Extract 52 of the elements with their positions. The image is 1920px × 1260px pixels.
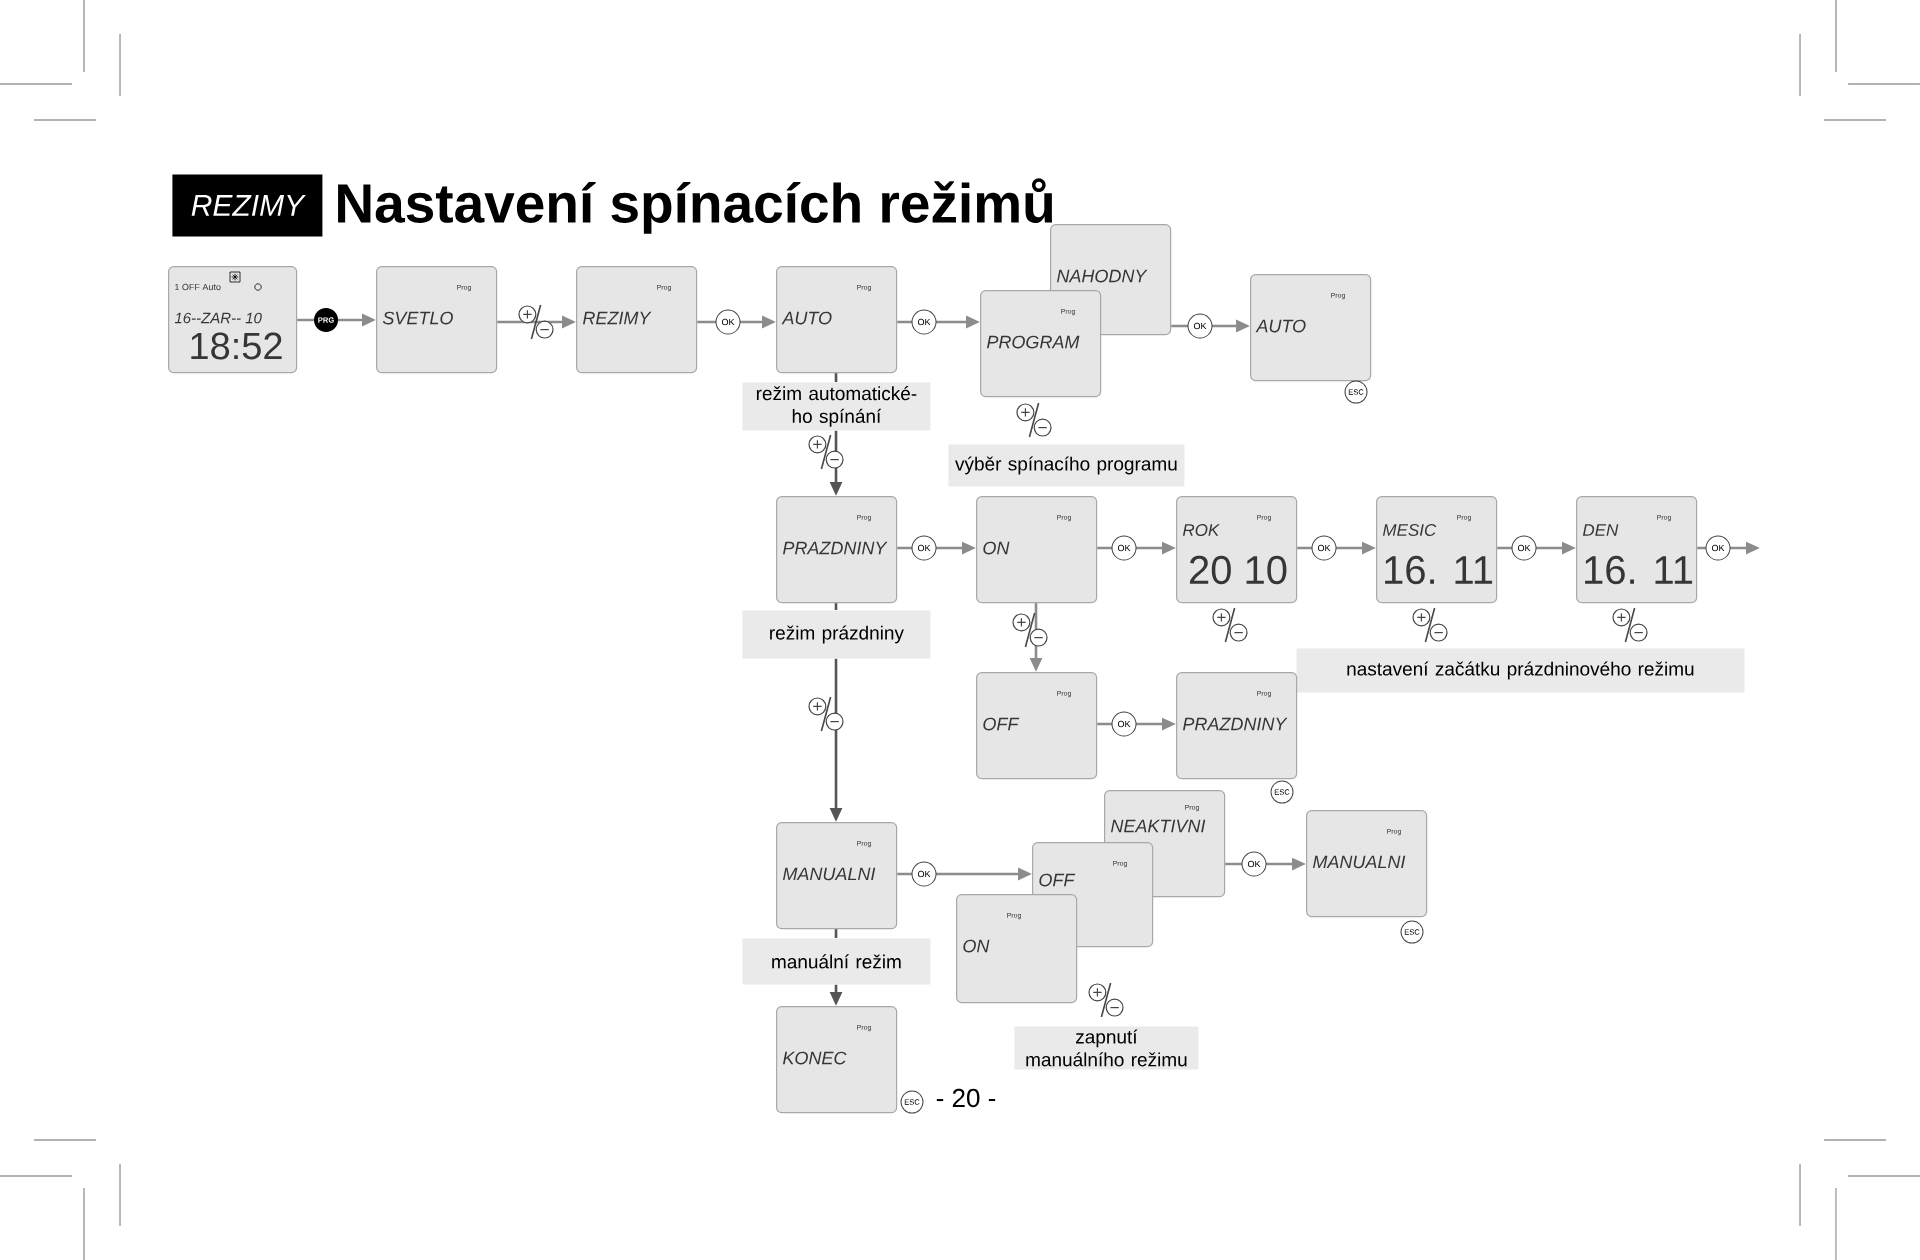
lcd-screen (776, 496, 898, 604)
display-text: ON (963, 939, 990, 953)
lcd-screen (1250, 274, 1372, 382)
lcd-screen (976, 496, 1098, 604)
lcd-screen (1306, 810, 1428, 918)
lcd-screen (376, 266, 498, 374)
lcd-screen (776, 266, 898, 374)
note-box: nastavení začátku prázdninového režimu (1296, 648, 1745, 693)
display-text: OFF (983, 717, 1020, 731)
connector-line (834, 373, 838, 382)
lcd-screen (956, 894, 1078, 1004)
lcd-screen (576, 266, 698, 374)
display-text: REZIMY (583, 311, 652, 325)
display-text: ROK (1182, 524, 1220, 536)
page-number: - 20 - (936, 1088, 996, 1108)
connector-line (834, 603, 838, 610)
note-box: režim prázdniny (742, 610, 931, 659)
lcd-screen (1376, 496, 1498, 604)
display-text: NEAKTIVNI (1111, 819, 1206, 833)
note-box: zapnutí manuálního režimu (1014, 1026, 1199, 1070)
display-text: OFF (1039, 873, 1076, 887)
lcd-screen (168, 266, 298, 374)
display-digits: 16. 11 (1385, 555, 1493, 585)
lcd-screen (976, 672, 1098, 780)
lcd-screen (1576, 496, 1698, 604)
title: Nastavení spínacích režimů (338, 178, 1053, 234)
display-text: PRAZDNINY (783, 541, 888, 555)
lcd-screen (1176, 496, 1298, 604)
lcd-screen (776, 822, 898, 930)
display-text: AUTO (1255, 319, 1306, 333)
display-text: DEN (1582, 524, 1619, 536)
note-box: režim automatické- ho spínání (742, 382, 931, 431)
display-text: MESIC (1382, 524, 1437, 536)
display-digits: 20 10 (1190, 555, 1287, 585)
note-box: manuální režim (742, 938, 931, 985)
display-text: MANUALNI (783, 867, 876, 881)
display-text: MANUALNI (1313, 855, 1406, 869)
display-text: SVETLO (382, 311, 453, 325)
display-text: NAHODNY (1057, 269, 1148, 283)
display-text: KONEC (783, 1051, 847, 1065)
display-text: AUTO (781, 311, 832, 325)
display-digits: 16. 11 (1585, 555, 1693, 585)
display-text: PRAZDNINY (1183, 717, 1288, 731)
note-box: výběr spínacího programu (948, 444, 1185, 487)
connector-line (834, 929, 838, 938)
display-text: ON (983, 541, 1010, 555)
display-digits: 18:52 (191, 332, 282, 360)
lcd-screen (980, 290, 1102, 398)
display-text: PROGRAM (987, 335, 1080, 349)
title-badge: REZIMY (172, 174, 323, 237)
lcd-screen (1176, 672, 1298, 780)
lcd-screen (776, 1006, 898, 1114)
